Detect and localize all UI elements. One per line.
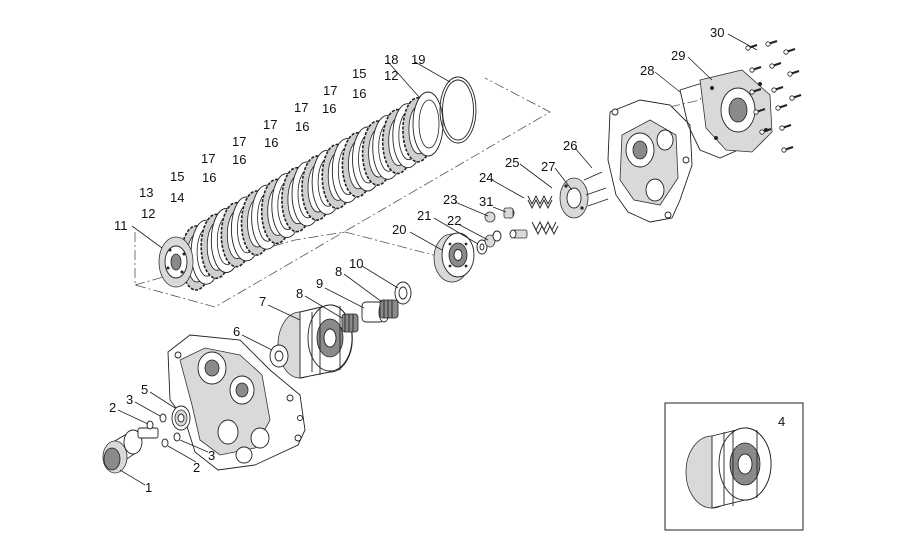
callout-31: 31	[479, 194, 493, 209]
callout-13: 13	[139, 185, 153, 200]
bolt-head	[789, 95, 795, 101]
bearing-part-5	[171, 405, 191, 431]
callout-7: 7	[259, 294, 266, 309]
bolt-head	[749, 67, 755, 73]
callout-16: 16	[295, 119, 309, 134]
bolt-head	[781, 147, 787, 153]
callout-24: 24	[479, 170, 493, 185]
bearings-part-8-9-10	[341, 281, 412, 333]
primary-gear-part-1	[102, 427, 159, 474]
callout-4: 4	[778, 414, 785, 429]
callout-21: 21	[417, 208, 431, 223]
callout-8: 8	[335, 264, 342, 279]
callout-29: 29	[671, 48, 685, 63]
washers-part-2-3	[146, 413, 181, 448]
bolt-head	[759, 129, 765, 135]
callout-5: 5	[141, 382, 148, 397]
bolt-head	[749, 89, 755, 95]
callout-19: 19	[411, 52, 425, 67]
snap-ring-part-19	[439, 76, 477, 144]
callout-15: 15	[170, 169, 184, 184]
callout-18: 18	[384, 52, 398, 67]
clutch-housing-part-7	[277, 304, 353, 379]
callout-16: 16	[352, 86, 366, 101]
pressure-plate-part-11	[158, 236, 194, 288]
bolts-part-30	[745, 40, 802, 153]
inset-box-part-4	[664, 402, 804, 531]
callout-16: 16	[264, 135, 278, 150]
callout-2: 2	[109, 400, 116, 415]
callout-30: 30	[710, 25, 724, 40]
callout-17: 17	[201, 151, 215, 166]
callout-28: 28	[640, 63, 654, 78]
bolt-head	[753, 109, 759, 115]
callout-17: 17	[323, 83, 337, 98]
bolt-head	[769, 63, 775, 69]
bolt-head	[765, 41, 771, 47]
callout-3: 3	[126, 392, 133, 407]
callout-16: 16	[202, 170, 216, 185]
leader-lines	[117, 33, 758, 486]
callout-16: 16	[322, 101, 336, 116]
callout-17: 17	[263, 117, 277, 132]
bolt-head	[745, 45, 751, 51]
callout-9: 9	[316, 276, 323, 291]
callout-23: 23	[443, 192, 457, 207]
callout-1: 1	[145, 480, 152, 495]
callout-25: 25	[505, 155, 519, 170]
springs-part-24-25	[527, 194, 559, 236]
callout-14: 14	[170, 190, 184, 205]
callout-8: 8	[296, 286, 303, 301]
bolt-head	[775, 105, 781, 111]
clutch-cover-part-29	[699, 69, 773, 153]
callout-3: 3	[208, 448, 215, 463]
callout-2: 2	[193, 460, 200, 475]
callout-27: 27	[541, 159, 555, 174]
washer-part-6	[269, 344, 289, 368]
callout-labels: 1 2 2 3 3 4 5 6 7 8 8 9 10 11 12 12 13 1…	[109, 25, 785, 495]
callout-16: 16	[232, 152, 246, 167]
case-cover-part-28	[607, 99, 693, 223]
plate-inner-bore	[418, 99, 440, 149]
callout-10: 10	[349, 256, 363, 271]
bolt-head	[783, 49, 789, 55]
crankcase-left	[167, 334, 306, 471]
callout-12: 12	[384, 68, 398, 83]
callout-12: 12	[141, 206, 155, 221]
callout-20: 20	[392, 222, 406, 237]
callout-17: 17	[232, 134, 246, 149]
callout-22: 22	[447, 213, 461, 228]
small-hardware-21-22-23-31	[476, 207, 528, 255]
bolt-head	[787, 71, 793, 77]
bolt-head	[771, 87, 777, 93]
callout-26: 26	[563, 138, 577, 153]
callout-6: 6	[233, 324, 240, 339]
bolt-head	[779, 125, 785, 131]
clutch-plate-stack	[180, 91, 444, 291]
callout-11: 11	[114, 218, 128, 233]
callout-17: 17	[294, 100, 308, 115]
clutch-hub-part-20	[433, 232, 475, 283]
callout-15: 15	[352, 66, 366, 81]
spring-plate-part-27	[559, 171, 609, 219]
